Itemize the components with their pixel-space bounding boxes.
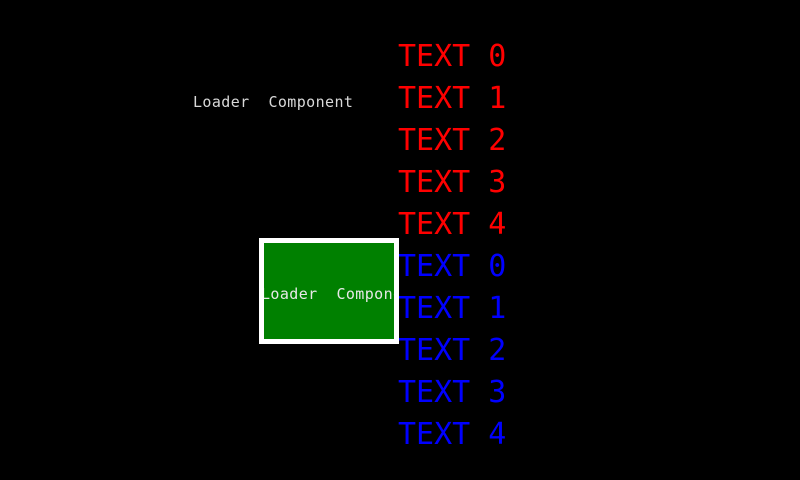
list-item: TEXT 4 — [398, 207, 507, 242]
list-item: TEXT 0 — [398, 39, 507, 74]
text-list: TEXT 0 TEXT 1 TEXT 2 TEXT 3 TEXT 4 TEXT … — [398, 36, 518, 456]
list-item: TEXT 0 — [398, 249, 507, 284]
list-item: TEXT 3 — [398, 375, 507, 410]
loader-component-box-label: Loader Component — [261, 285, 394, 303]
list-item: TEXT 3 — [398, 165, 507, 200]
list-item: TEXT 1 — [398, 81, 507, 116]
list-item: TEXT 1 — [398, 291, 507, 326]
loader-component-box: Loader Component — [259, 238, 399, 344]
list-item: TEXT 2 — [398, 123, 507, 158]
list-item: TEXT 4 — [398, 417, 507, 452]
list-item: TEXT 2 — [398, 333, 507, 368]
loader-component-label: Loader Component — [193, 93, 354, 111]
